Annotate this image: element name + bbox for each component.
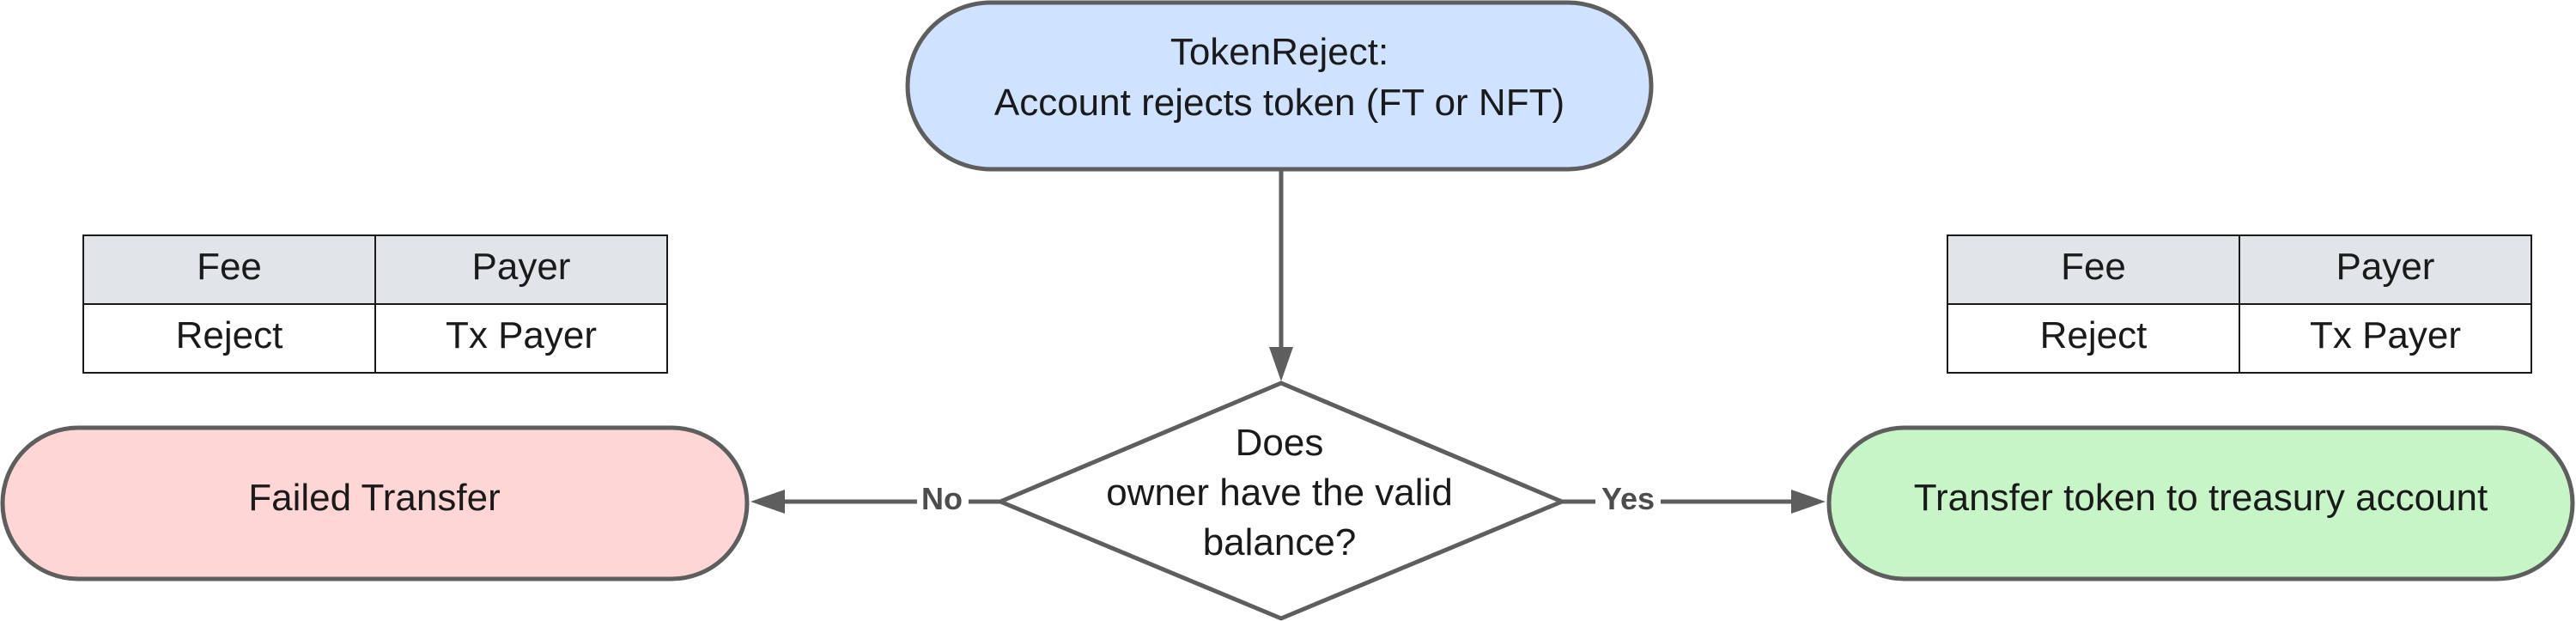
fee-table-left-cell-payer: Tx Payer <box>446 314 597 356</box>
success-node <box>1826 425 2575 581</box>
start-node-line1: TokenReject: <box>1170 31 1388 73</box>
fee-table-left-cell-fee: Reject <box>176 314 283 356</box>
no-label-bg <box>917 481 969 521</box>
start-node <box>905 0 1654 172</box>
edge-label-no: No <box>921 481 963 516</box>
fail-node <box>0 425 750 581</box>
decision-node <box>998 381 1564 621</box>
success-node-label: Transfer token to treasury account <box>1914 477 2488 519</box>
fail-node-label: Failed Transfer <box>248 477 500 519</box>
edge-label-yes: Yes <box>1601 481 1655 516</box>
decision-node-line3: balance? <box>1203 521 1357 563</box>
arrowhead-success <box>1791 490 1826 514</box>
fee-table-right-header-payer: Payer <box>2336 246 2435 288</box>
start-node-line2: Account rejects token (FT or NFT) <box>994 82 1564 124</box>
decision-node-line2: owner have the valid <box>1106 472 1453 514</box>
yes-label-bg <box>1595 481 1661 521</box>
fee-table-left-header-fee: Fee <box>197 246 262 288</box>
fee-table-right-cell-fee: Reject <box>2040 314 2148 356</box>
fee-table-left: Fee Payer Reject Tx Payer <box>82 234 668 374</box>
fee-table-right-cell-payer: Tx Payer <box>2310 314 2461 356</box>
fee-table-right-header-fee: Fee <box>2061 246 2126 288</box>
fee-table-right: Fee Payer Reject Tx Payer <box>1947 234 2532 374</box>
arrowhead-decision <box>1269 347 1293 381</box>
decision-node-line1: Does <box>1236 422 1324 464</box>
fee-table-left-header-payer: Payer <box>472 246 571 288</box>
arrowhead-fail-shape <box>750 490 785 514</box>
